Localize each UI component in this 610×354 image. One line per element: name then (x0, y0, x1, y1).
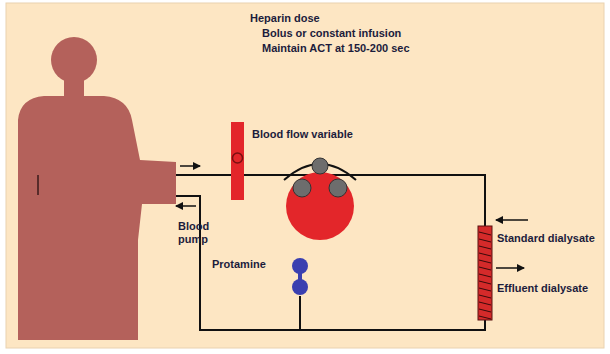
fiber-stroke (479, 302, 491, 305)
fiber-stroke (479, 253, 491, 256)
pump-rollers (293, 158, 347, 197)
component-label: Effluent dialysate (497, 282, 588, 295)
fiber-stroke (479, 239, 491, 242)
protamine-syringe (292, 258, 308, 295)
pump-body (286, 172, 354, 240)
note-text: Bolus or constant infusion (262, 27, 401, 40)
fiber-stroke (479, 309, 491, 312)
title-text: Heparin dose (250, 12, 320, 25)
fiber-stroke (479, 274, 491, 277)
fiber-stroke (479, 288, 491, 291)
dialysate-out-arrow (496, 267, 524, 269)
fiber-stroke (479, 260, 491, 263)
flow-meter (231, 122, 244, 200)
flow-arrow (180, 165, 200, 167)
flow-arrow (176, 205, 196, 207)
fiber-stroke (479, 267, 491, 270)
fiber-stroke (479, 232, 491, 235)
dialysate-in-arrow (496, 219, 528, 221)
fiber-stroke (479, 316, 491, 319)
component-label: Blood pump (178, 220, 222, 246)
component-label: Standard dialysate (497, 232, 595, 245)
flow-meter-ball (233, 153, 243, 163)
component-label: Blood flow variable (252, 128, 353, 141)
note-text: Maintain ACT at 150-200 sec (262, 42, 410, 55)
fiber-stroke (479, 295, 491, 298)
fiber-stroke (479, 281, 491, 284)
dialyzer-fibers (479, 232, 491, 319)
patient-silhouette (18, 37, 176, 340)
dialyzer (478, 226, 492, 320)
access-mark (37, 175, 39, 195)
fiber-stroke (479, 246, 491, 249)
background-panel (6, 3, 604, 348)
component-label: Protamine (212, 258, 266, 271)
